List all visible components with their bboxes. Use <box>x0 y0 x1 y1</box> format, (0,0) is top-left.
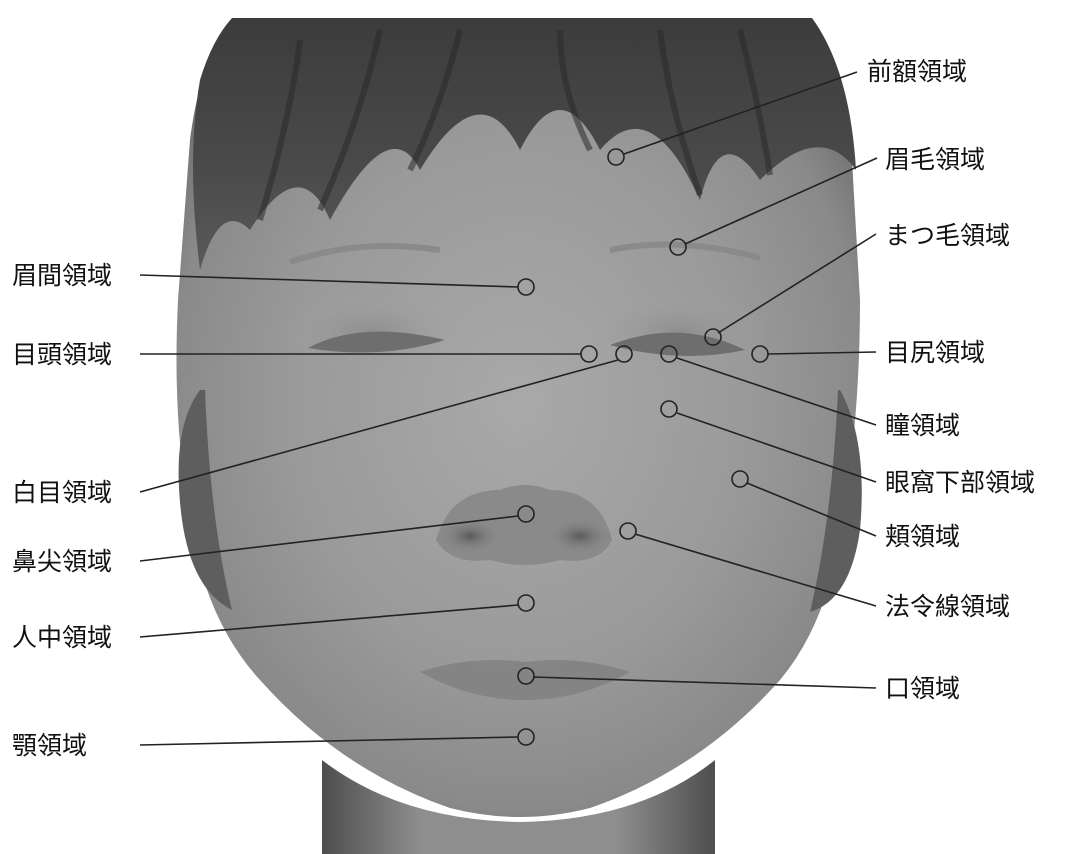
label-infraorbital: 眼窩下部領域 <box>885 468 1035 497</box>
right-nostril-shape <box>548 518 612 554</box>
label-outer-eye-corner: 目尻領域 <box>885 338 985 367</box>
label-nasolabial: 法令線領域 <box>885 592 1010 621</box>
label-cheek: 頬領域 <box>885 522 960 551</box>
label-mouth: 口領域 <box>885 674 960 703</box>
left-nostril-shape <box>438 518 502 554</box>
face-photo <box>177 18 862 854</box>
label-glabella: 眉間領域 <box>12 261 112 290</box>
label-eyelash: まつ毛領域 <box>885 221 1010 250</box>
label-nose-tip: 鼻尖領域 <box>12 547 112 576</box>
label-inner-eye-corner: 目頭領域 <box>12 340 112 369</box>
label-pupil: 瞳領域 <box>885 411 960 440</box>
label-forehead: 前額領域 <box>867 57 967 86</box>
label-eyebrow: 眉毛領域 <box>885 145 985 174</box>
label-sclera: 白目領域 <box>12 478 112 507</box>
label-philtrum: 人中領域 <box>12 623 112 652</box>
label-jaw: 顎領域 <box>12 731 87 760</box>
